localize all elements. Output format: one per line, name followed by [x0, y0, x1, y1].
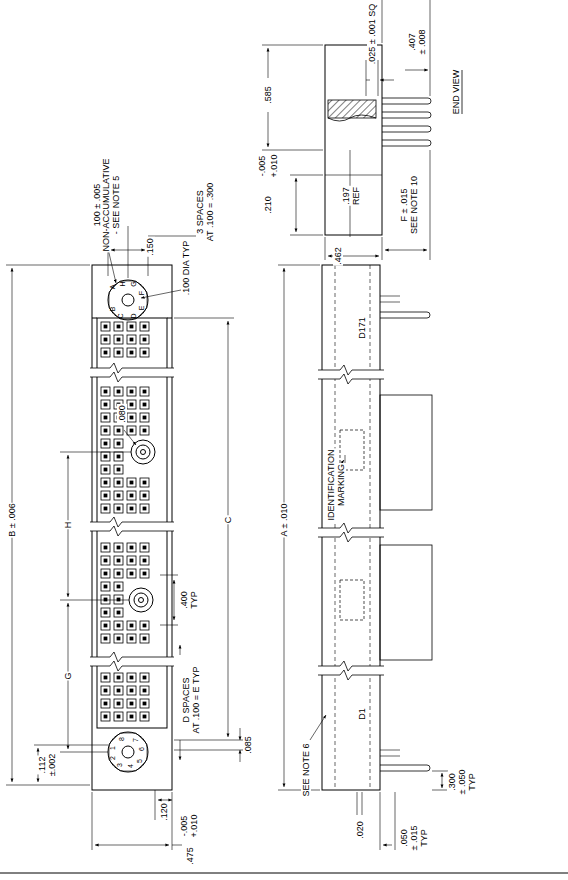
- dimension-label: -.005: [257, 155, 267, 178]
- pin-label: G: [130, 281, 138, 286]
- dimension-label: A ± .010: [279, 503, 289, 538]
- dimension-label: .197: [341, 186, 351, 206]
- dimension-label: END VIEW: [451, 69, 461, 116]
- dimension-label: D171: [357, 316, 367, 340]
- pin-label: 7: [132, 738, 140, 742]
- pin-label: F: [138, 291, 146, 295]
- dimension-label: .150: [145, 237, 155, 257]
- dimension-lines: [6, 226, 252, 850]
- side-view: [318, 265, 432, 790]
- end-view: [325, 45, 431, 235]
- dimension-label: B ± .006: [7, 502, 17, 537]
- sheet-border: [0, 873, 568, 874]
- dimension-label: ± .050: [457, 769, 467, 796]
- dimension-label: TYP: [419, 828, 429, 848]
- dimension-label: NON-ACCUMULATIVE: [101, 158, 111, 253]
- dimension-label: .475: [185, 846, 195, 866]
- dimension-label: IDENTIFICATION: [326, 449, 336, 522]
- dimension-label: H: [63, 521, 73, 530]
- dimension-label: ± .015: [409, 825, 419, 852]
- dimension-label: D1: [357, 707, 367, 721]
- dimension-label: G: [63, 671, 73, 680]
- dimension-label: .300: [447, 772, 457, 792]
- dimension-label: 3 SPACES: [195, 189, 205, 234]
- dimension-label: .100 DIA TYP: [181, 240, 191, 296]
- pin-label: 5: [136, 759, 144, 763]
- pin-label: 3: [116, 763, 124, 767]
- dimension-label: SEE NOTE 10: [409, 175, 419, 235]
- plan-view: [90, 265, 174, 790]
- pin-label: A: [109, 285, 117, 290]
- pin-label: C: [117, 313, 125, 318]
- dimension-label: D SPACES: [181, 677, 191, 724]
- dimension-label: .020: [355, 820, 365, 840]
- pin-label: 6: [138, 747, 146, 751]
- dimension-label: TYP: [189, 590, 199, 610]
- end-dimensions: [262, 0, 462, 260]
- pin-label: D: [130, 313, 138, 318]
- pin-label: E: [138, 306, 146, 311]
- dimension-label: .462: [333, 246, 343, 266]
- dimension-label: .025 ± .001 SQ: [367, 3, 377, 65]
- dimension-label: +.010: [269, 154, 279, 179]
- dimension-label: +.010: [189, 814, 199, 839]
- dimension-label: .050: [399, 828, 409, 848]
- dimension-label: .210: [263, 195, 273, 215]
- dimension-label: C: [223, 516, 233, 525]
- pin-label: 8: [118, 737, 126, 741]
- dimension-label: .400: [179, 590, 189, 610]
- dimension-label: F ± .015: [399, 188, 409, 223]
- dimension-label: MARKING: [336, 463, 346, 507]
- dimension-label: TYP: [467, 772, 477, 792]
- dimension-label: .407: [407, 32, 417, 52]
- pin-label: 4: [127, 764, 135, 768]
- pin-label: 2: [109, 756, 117, 760]
- dimension-label: REF: [351, 186, 361, 206]
- pin-label: B: [109, 307, 117, 312]
- dimension-label: .080: [117, 404, 127, 424]
- dimension-label: .120: [159, 802, 169, 822]
- pin-label: H: [119, 281, 127, 286]
- dimension-label: AT .100 = .300: [205, 182, 215, 242]
- dimension-label: .585: [263, 85, 273, 105]
- side-dimensions: [278, 265, 448, 850]
- dimension-label: AT .100 = E TYP: [191, 666, 201, 735]
- dimension-label: -.005: [179, 815, 189, 838]
- dimension-label: - SEE NOTE 5: [111, 175, 121, 236]
- pin-label: 1: [109, 746, 117, 750]
- dimension-label: ± .008: [417, 29, 427, 56]
- dimension-label: .112: [37, 756, 47, 775]
- dimension-label: .085: [243, 735, 253, 755]
- dimension-label: ±.002: [47, 753, 57, 777]
- dimension-label: SEE NOTE 6: [301, 742, 311, 797]
